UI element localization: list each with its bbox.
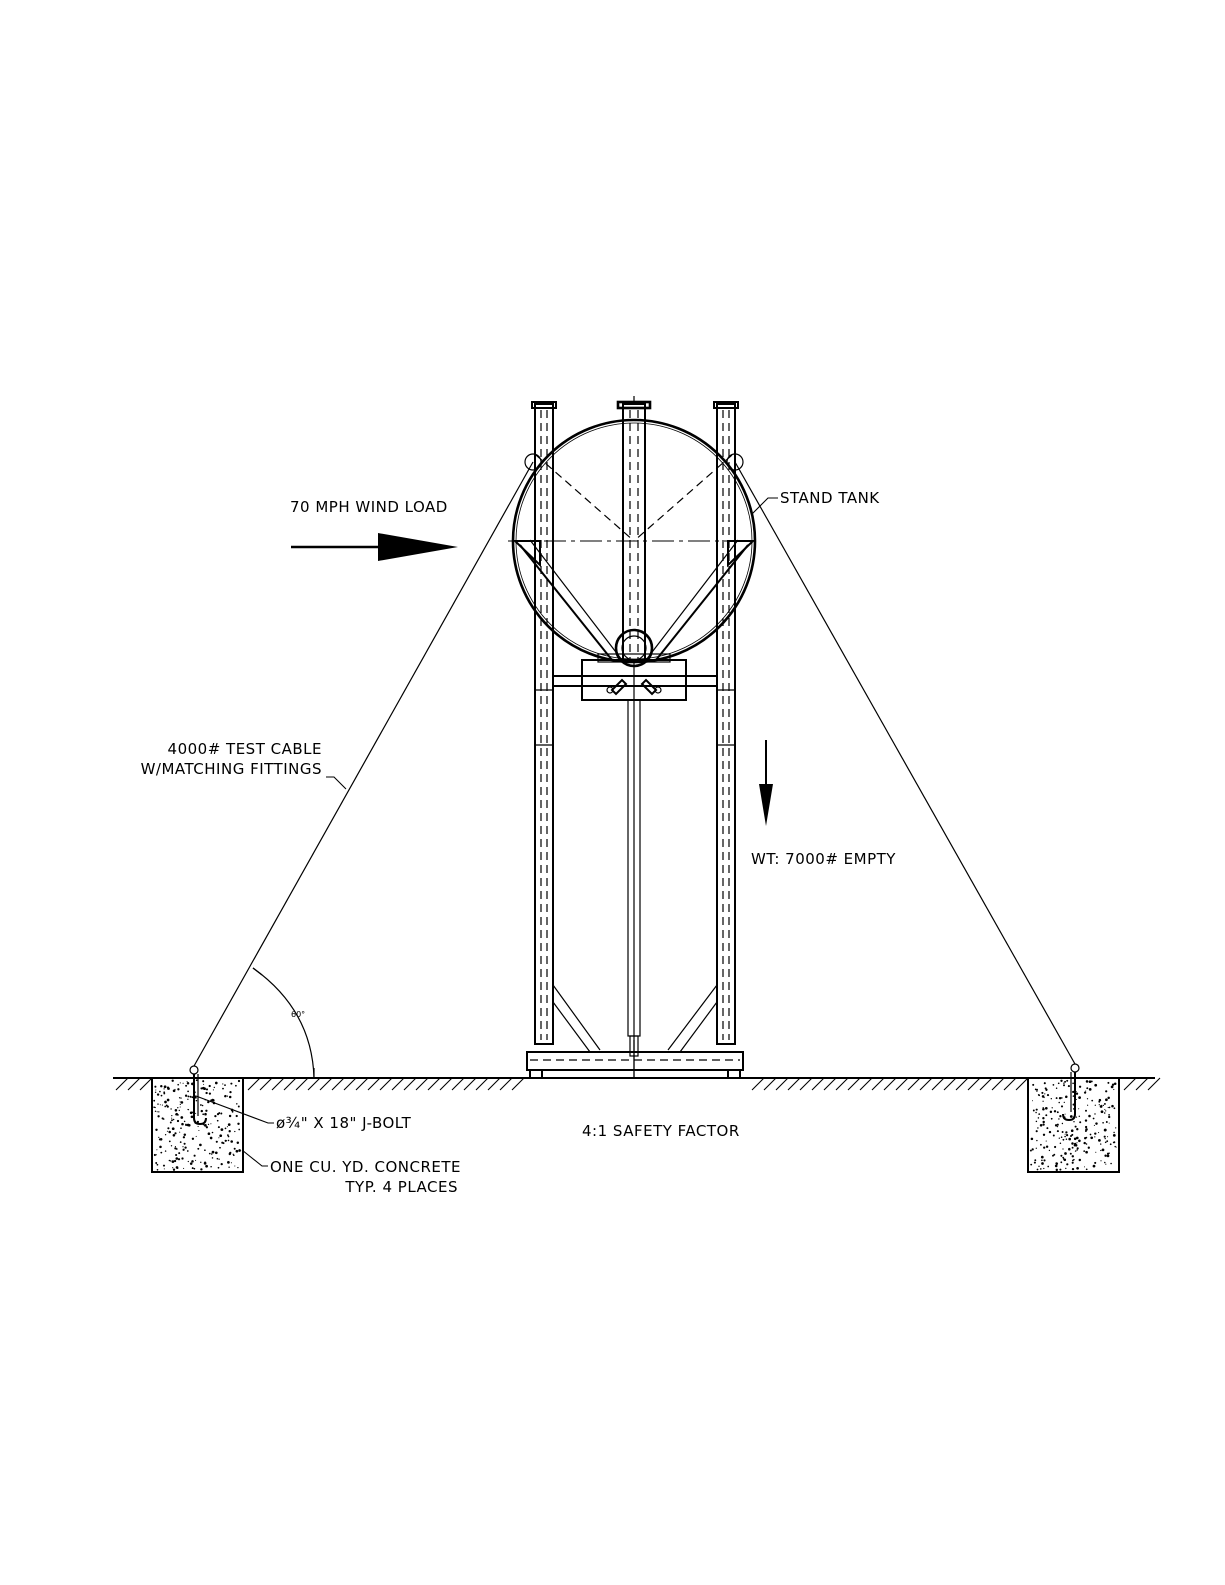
leader-cable (326, 777, 346, 789)
weight-label: WT: 7000# EMPTY (751, 850, 896, 868)
leader-concrete (242, 1150, 268, 1166)
cable-label-line2: W/MATCHING FITTINGS (141, 760, 322, 778)
safety-factor-label: 4:1 SAFETY FACTOR (582, 1122, 740, 1140)
frame-leg-right (714, 402, 743, 1044)
tank (508, 420, 760, 662)
ground-line (113, 1078, 1160, 1090)
angle-arc-60 (253, 968, 314, 1078)
frame-lower-braces (553, 985, 717, 1052)
concrete-speckle (1030, 1080, 1117, 1171)
concrete-label-line1: ONE CU. YD. CONCRETE (270, 1158, 461, 1176)
cross-beam (553, 654, 717, 700)
ground-hatching (116, 1078, 1160, 1090)
leader-stand-tank (752, 498, 778, 514)
wind-load-arrow-icon (291, 533, 458, 561)
guy-cable-right (735, 462, 1075, 1064)
weight-arrow-icon (759, 740, 773, 826)
leader-jbolt (196, 1096, 274, 1123)
stand-tank-label: STAND TANK (780, 489, 880, 507)
j-bolt-left (190, 1066, 206, 1124)
base-skid (527, 1040, 743, 1078)
angle-label: 60° (291, 1010, 305, 1019)
frame-leg-left (525, 402, 556, 1044)
jbolt-label: ø¾" X 18" J-BOLT (276, 1114, 412, 1132)
j-bolt-right (1063, 1064, 1079, 1120)
concrete-label-line2: TYP. 4 PLACES (344, 1178, 458, 1196)
wind-load-label: 70 MPH WIND LOAD (290, 498, 448, 516)
concrete-footing-right (1028, 1078, 1119, 1172)
cable-label-line1: 4000# TEST CABLE (168, 740, 322, 758)
center-post (616, 396, 652, 1078)
concrete-speckle (153, 1079, 241, 1171)
